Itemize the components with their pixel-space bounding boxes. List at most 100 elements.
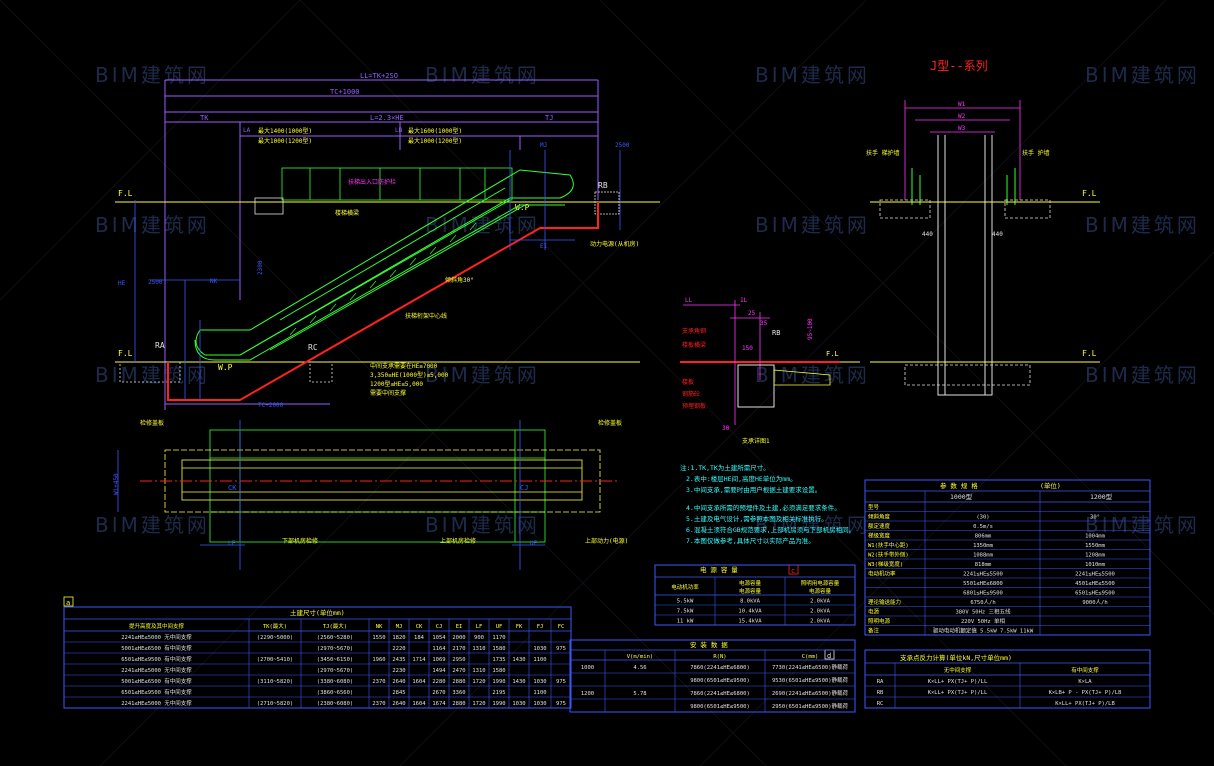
- table-title: 参 数 规 格: [940, 481, 978, 490]
- label-nk: NK: [210, 278, 218, 285]
- watermark: BIM建筑网: [1085, 513, 1200, 537]
- note-line: 2.表中:楼层HE间,高度HE单位为mm。: [686, 474, 797, 483]
- note-support4: 需要中间支撑: [370, 389, 406, 397]
- dim-2300: 2300: [257, 260, 264, 275]
- note-lb1: 最大1600(1000型): [408, 127, 462, 135]
- table-cell: 1030: [533, 701, 546, 707]
- table-cell: 1004mm: [1085, 534, 1106, 540]
- spec-col2: 1200型: [1090, 492, 1113, 501]
- detail-150: 150: [742, 345, 753, 352]
- table-cell: (2560~5280): [317, 635, 353, 641]
- table-cell: 2241≤HE≤5000 无中间支撑: [121, 633, 192, 641]
- table-cell: K×LA: [1078, 679, 1092, 685]
- table-header-cell: FK: [516, 624, 523, 630]
- table-cell: 1030: [533, 679, 546, 685]
- spec-col1: 1000型: [950, 492, 973, 501]
- table-cell: 5.5kW: [677, 599, 694, 605]
- table-cell: 1720: [472, 679, 485, 685]
- table-cell: 电动机功率: [868, 570, 896, 578]
- watermark: BIM建筑网: [755, 363, 870, 387]
- table-cell: 型号: [868, 503, 880, 511]
- table-cell: 5001≤HE≤6500 有中间支撑: [121, 644, 192, 652]
- watermark: BIM建筑网: [425, 513, 540, 537]
- label-wi: W1+450: [113, 473, 120, 495]
- label-ra: RA: [155, 341, 165, 350]
- section-dims: [904, 100, 1021, 200]
- dim-l: L=2.3×HE: [370, 114, 404, 122]
- general-notes: 注:1.TK,TK为土建所需尺寸。 2.表中:楼层HE间,高度HE单位为mm。 …: [680, 463, 855, 545]
- dim-tk: TK: [200, 114, 209, 122]
- section-fl-right: F.L: [1082, 189, 1097, 198]
- table-cell: K×LL+ PX(TJ+ P)/LL: [928, 690, 988, 696]
- detail-slab: [773, 369, 831, 386]
- label-mj: MJ: [540, 142, 547, 149]
- table-cell: 2950(6501≤HE≤9500)静载荷: [772, 702, 849, 710]
- watermark: BIM建筑网: [755, 213, 870, 237]
- table-cell: (2970~5670): [317, 668, 353, 674]
- table-cell: 1310: [472, 646, 485, 652]
- dim-la: LA: [243, 127, 251, 134]
- plan-view: CK CJ LF UF W1+450 检修盖板 检修盖板 下部机房检修 上部机房…: [113, 419, 628, 570]
- table-cell: 2241≤HE≤5000 无中间支撑: [121, 699, 192, 707]
- table-cell: 1010mm: [1085, 562, 1106, 568]
- table-cell: 2880: [452, 679, 465, 685]
- table-cell: 9000人/h: [1082, 599, 1107, 606]
- table-cell: 11 kW: [677, 619, 694, 625]
- watermark: BIM建筑网: [425, 63, 540, 87]
- specification-table: 参 数 规 格 (单位) 1000型 1200型 型号倾斜角度(30)30°额定…: [864, 479, 1151, 636]
- table-cell: 2.0kVA: [810, 619, 831, 625]
- table-cell: 1054: [432, 635, 446, 641]
- label-rb: RB: [598, 181, 608, 190]
- table-cell: 1604: [412, 679, 426, 685]
- table-cell: 0.5m/s: [973, 524, 993, 530]
- table-cell: 1100: [533, 657, 546, 663]
- table-cell: 2241≤HE≤5000 无中间支撑: [121, 666, 192, 674]
- table-cell: 975: [556, 679, 566, 685]
- series-title: J型--系列: [930, 59, 988, 73]
- table-cell: 1000: [581, 665, 594, 671]
- watermark: BIM建筑网: [755, 63, 870, 87]
- table-cell: 1604: [412, 701, 426, 707]
- table-cell: RA: [877, 679, 884, 685]
- detail-dims: [683, 300, 770, 425]
- label-fl-lower: F.L: [118, 349, 133, 358]
- table-cell: 1030: [512, 701, 525, 707]
- table-cell: (2380~6080): [317, 701, 353, 707]
- table-cell: 1164: [432, 646, 446, 652]
- table-header-cell: LF: [476, 624, 483, 630]
- table-header-cell: EI: [456, 624, 463, 630]
- table-cell: 1494: [432, 668, 446, 674]
- detail-block: [737, 364, 775, 408]
- watermark: BIM建筑网: [95, 363, 210, 387]
- table-header-cell: 电动机功率: [671, 583, 699, 591]
- table-cell: 1580: [492, 668, 505, 674]
- table-marker-label: d: [827, 652, 831, 660]
- table-header-cell: V(m/min): [627, 654, 654, 660]
- table-cell: 2640: [392, 701, 405, 707]
- table-cell: 2000: [452, 635, 465, 641]
- table-header-cell: 提升高度及其中间支撑: [129, 622, 185, 630]
- table-cell: K×LB+ P - PX(TJ+ P)/LB: [1049, 690, 1123, 696]
- table-cell: 1208mm: [1085, 553, 1106, 559]
- escalator-balustrade: [194, 169, 574, 361]
- note-la2: 最大1000(1200型): [258, 137, 312, 145]
- table-cell: 15.4kVA: [738, 619, 762, 625]
- table-cell: 10.4kVA: [738, 609, 762, 615]
- table-cell: 3360: [452, 690, 465, 696]
- table-cell: 2470: [452, 668, 465, 674]
- table-cell: 9800(6501≤HE≤9500): [690, 678, 750, 684]
- label-cj: CJ: [520, 484, 528, 492]
- table-cell: 900: [474, 635, 484, 641]
- label-ck: CK: [228, 484, 237, 492]
- table-cell: W2(扶手带外侧): [868, 551, 909, 559]
- table-cell: 1310: [472, 668, 485, 674]
- table-cell: 975: [556, 646, 566, 652]
- watermark: BIM建筑网: [95, 513, 210, 537]
- table-cell: 2640: [392, 679, 405, 685]
- table-cell: 理论输送能力: [868, 598, 901, 606]
- label-he: HE: [118, 280, 126, 287]
- watermark: BIM建筑网: [1085, 63, 1200, 87]
- support-detail: LL 1L 25 35 150 F.L RB 95~100 支承角钢 楼板横梁 …: [680, 297, 860, 445]
